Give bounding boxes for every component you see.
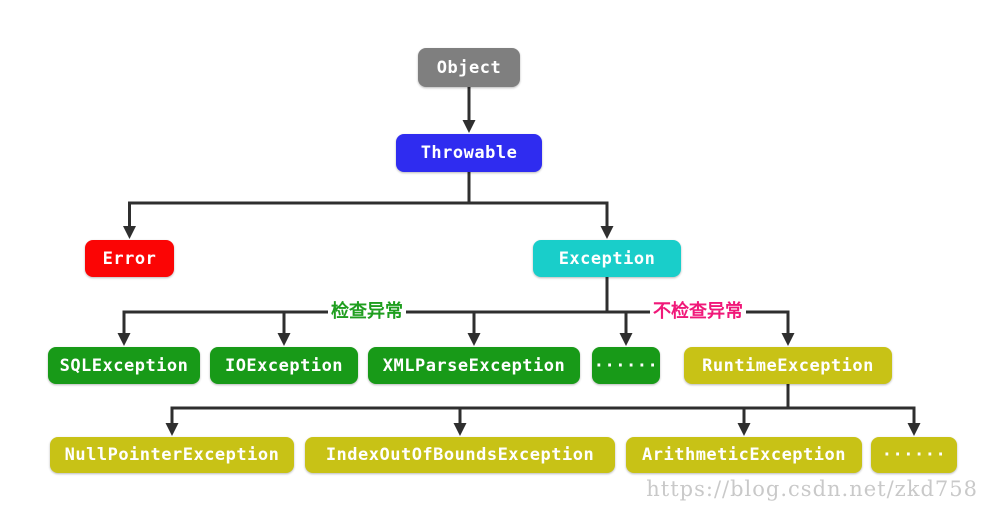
node-throwable: Throwable <box>396 134 542 172</box>
node-error: Error <box>85 240 174 277</box>
node-unchecked-ellipsis: ······ <box>871 437 957 473</box>
arrowhead-index-out-of-bounds-exception <box>453 423 467 436</box>
node-io-exception: IOException <box>210 347 358 384</box>
arrowhead-error <box>123 226 136 239</box>
checked-exceptions-label: 检查异常 <box>328 302 406 322</box>
arrowhead-runtime-exception <box>781 333 795 346</box>
node-runtime-exception: RuntimeException <box>684 347 892 384</box>
arrowhead-null-pointer-exception <box>165 423 179 436</box>
arrowhead-checked-ellipsis <box>619 333 633 346</box>
arrowhead-sql-exception <box>117 333 131 346</box>
node-exception: Exception <box>533 240 681 277</box>
node-checked-ellipsis: ······ <box>592 347 660 384</box>
watermark-text: https://blog.csdn.net/zkd758 <box>646 477 978 501</box>
arrowhead-xml-parse-exception <box>467 333 481 346</box>
node-arithmetic-exception: ArithmeticException <box>626 437 862 473</box>
arrowhead-exception <box>600 226 614 239</box>
arrowhead-io-exception <box>277 333 291 346</box>
node-xml-parse-exception: XMLParseException <box>368 347 580 384</box>
unchecked-exceptions-label: 不检查异常 <box>650 302 746 322</box>
arrowhead-arithmetic-exception <box>737 423 751 436</box>
node-index-out-of-bounds-exception: IndexOutOfBoundsException <box>305 437 615 473</box>
node-sql-exception: SQLException <box>48 347 200 384</box>
node-object: Object <box>418 48 520 87</box>
arrowhead-throwable <box>462 120 476 133</box>
node-null-pointer-exception: NullPointerException <box>50 437 294 473</box>
arrowhead-unchecked-ellipsis <box>907 423 921 436</box>
